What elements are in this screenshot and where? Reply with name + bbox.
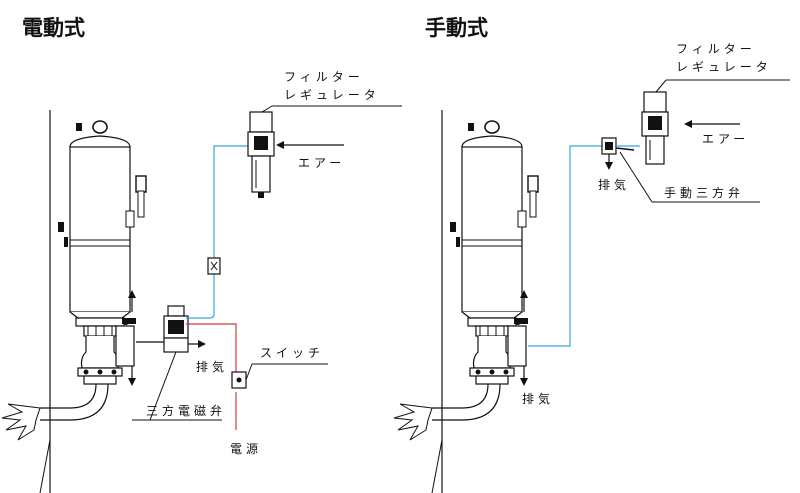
left-exhaust-label: 排気 [196, 360, 229, 374]
right-exhaust-valve-label: 排気 [598, 178, 631, 192]
right-filter-label-line1: フィルター [676, 42, 756, 56]
right-filter-label-line2: レギュレータ [676, 60, 772, 74]
right-exhaust-bottom-label: 排気 [522, 392, 555, 406]
right-manual-valve-label: 手動三方弁 [664, 186, 745, 200]
right-air-label: エアー [702, 132, 750, 146]
left-filter-label-line2: レギュレータ [284, 88, 380, 102]
left-switch-label: スイッチ [260, 346, 325, 360]
left-filter-label-line1: フィルター [284, 70, 364, 84]
left-solenoid-label: 三方電磁弁 [146, 404, 227, 418]
right-panel-title: 手動式 [425, 16, 488, 40]
left-air-label: エアー [298, 156, 346, 170]
left-panel-title: 電動式 [22, 16, 85, 40]
left-power-label: 電源 [230, 442, 263, 456]
